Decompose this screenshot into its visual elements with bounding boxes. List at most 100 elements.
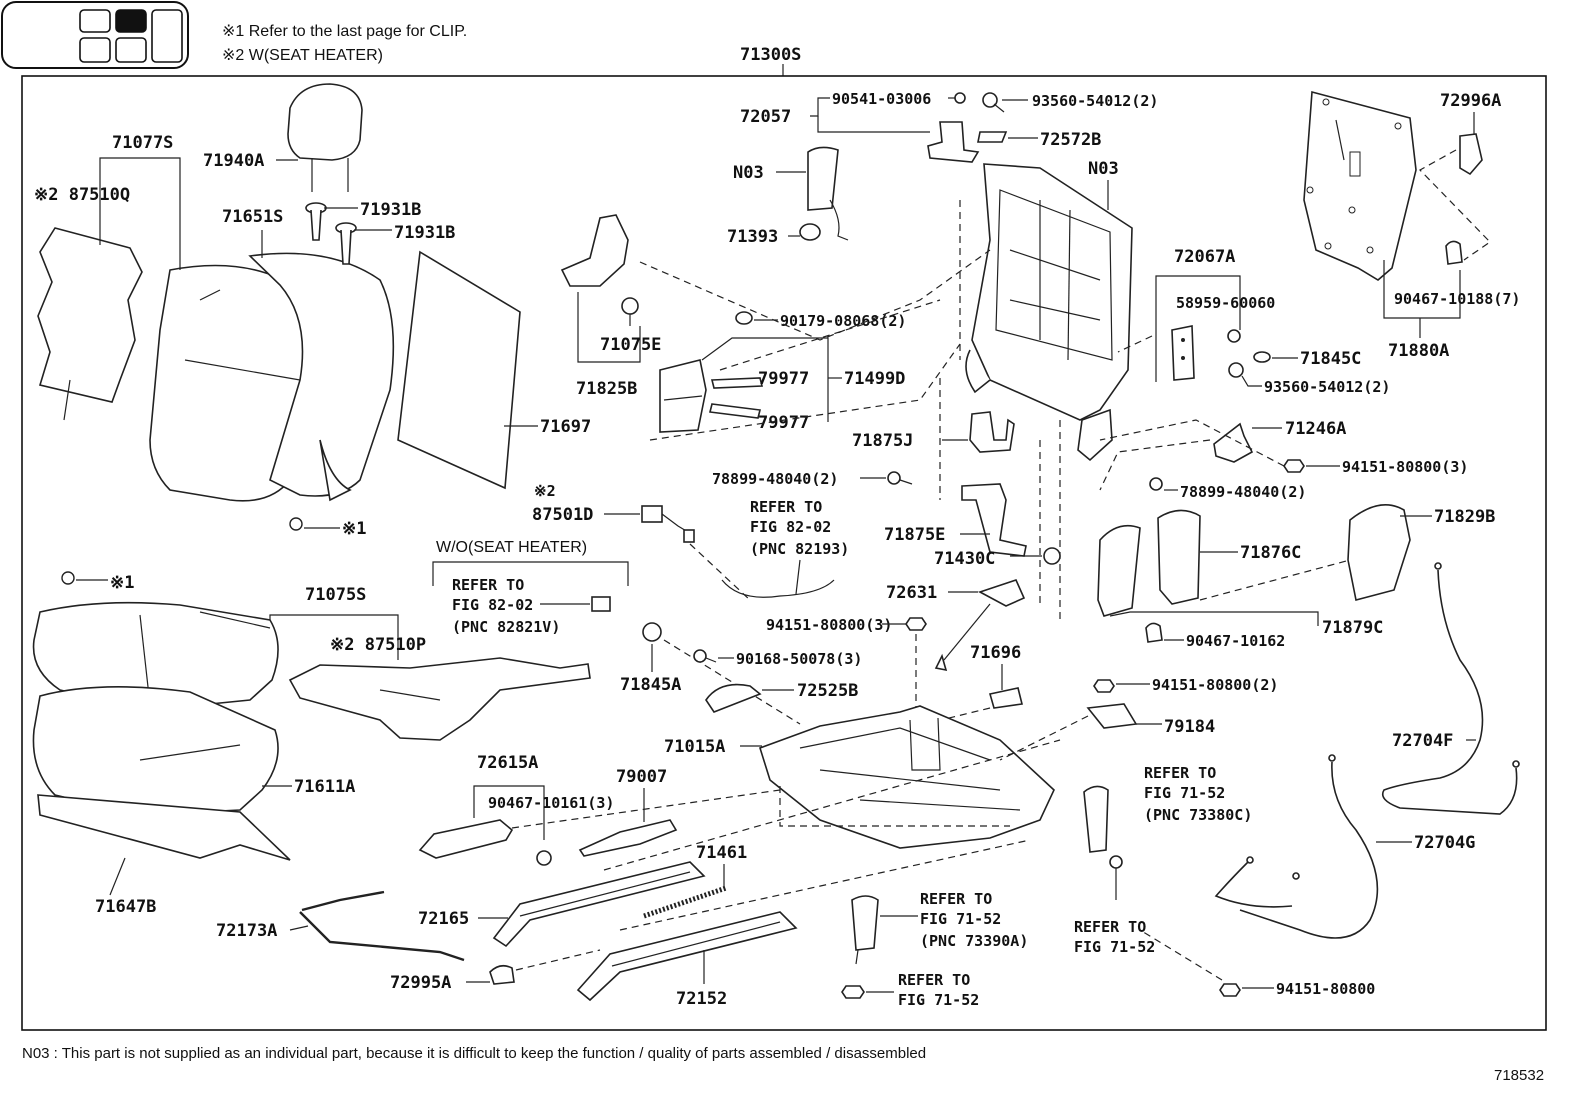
label-71077S: 71077S: [112, 133, 173, 153]
label-72704G: 72704G: [1414, 833, 1475, 853]
clip-symbol-lower: [61, 571, 75, 585]
cushion-frame-71015A: [759, 705, 1055, 849]
label-71075S: 71075S: [305, 585, 366, 605]
label-71880A: 71880A: [1388, 341, 1449, 361]
label-87510Q: ※2 87510Q: [34, 185, 130, 205]
headrest-guide-71931B-2: [335, 222, 357, 265]
label-71015A: 71015A: [664, 737, 725, 757]
bolt-78899-a: [887, 471, 913, 485]
bolt-93560-a: [982, 92, 1005, 113]
hinge-cover-71875E: [961, 483, 1027, 557]
label-71845A: 71845A: [620, 675, 681, 695]
hinge-72067A: [1171, 325, 1195, 381]
seat-cushion-pad-71611A: [32, 686, 279, 816]
cover-72615A: [418, 819, 514, 859]
wire-harness-82193: [721, 579, 835, 598]
label-90179-08068: 90179-08068(2): [780, 312, 906, 330]
refer-73390A-line1: REFER TO: [920, 890, 992, 908]
clip-71393: [799, 223, 821, 241]
clip-90467-10162: [1145, 622, 1163, 643]
label-90467-10161: 90467-10161(3): [488, 794, 614, 812]
bolt-90168: [693, 649, 717, 663]
label-71246A: 71246A: [1285, 419, 1346, 439]
label-71875E: 71875E: [884, 525, 945, 545]
refer-82821V-line2: FIG 82-02: [452, 596, 533, 614]
clip-71430C: [1043, 547, 1061, 565]
label-clip-1-lower: ※1: [110, 573, 134, 593]
label-71931B-2: 71931B: [394, 223, 455, 243]
seat-heater-note: ※2 W(SEAT HEATER): [222, 47, 383, 64]
cushion-heater-mat-87510P: [288, 657, 591, 741]
bracket-72996A: [1459, 133, 1483, 176]
refer-82193-line3: (PNC 82193): [750, 540, 849, 558]
headrest-guide-71931B-1: [305, 202, 327, 241]
label-72995A: 72995A: [390, 973, 451, 993]
rod-72173A: [299, 890, 465, 962]
bracket-79184: [1086, 703, 1138, 729]
grommet-71845A: [642, 622, 662, 642]
cable-72704F: [1381, 562, 1520, 815]
refer-73380C-line3: (PNC 73380C): [1144, 806, 1252, 824]
cap-72995A: [489, 964, 515, 985]
diagram-frame: [21, 75, 1547, 1031]
label-87501D: 87501D: [532, 505, 593, 525]
label-72704F: 72704F: [1392, 731, 1453, 751]
refer-7152a-line2: FIG 71-52: [898, 991, 979, 1009]
label-71393: 71393: [727, 227, 778, 247]
label-71651S: 71651S: [222, 207, 283, 227]
cap-71845C: [1253, 351, 1271, 363]
hinge-cover-71876C: [1157, 509, 1201, 605]
label-87510P: ※2 87510P: [330, 635, 426, 655]
refer-73380C-line2: FIG 71-52: [1144, 784, 1225, 802]
nut-94151-b: [1283, 459, 1305, 473]
label-72057: 72057: [740, 107, 791, 127]
label-clip-1-upper: ※1: [342, 519, 366, 539]
bolt-90179: [735, 311, 753, 325]
spring-71461: [643, 885, 727, 919]
clip-90467-10188: [1445, 240, 1463, 265]
nut-73390A: [841, 985, 865, 999]
label-93560-54012-a: 93560-54012(2): [1032, 92, 1158, 110]
label-71875J: 71875J: [852, 431, 913, 451]
label-71876C: 71876C: [1240, 543, 1301, 563]
hinge-cover-71825B: [560, 214, 629, 287]
label-71879C: 71879C: [1322, 618, 1383, 638]
label-N03-b: N03: [1088, 159, 1119, 179]
clip-symbol: [289, 517, 303, 531]
label-93560-54012-b: 93560-54012(2): [1264, 378, 1390, 396]
seat-position-icon: [1, 1, 189, 69]
seat-belt-buckle-73380C: [1083, 785, 1109, 853]
label-79007: 79007: [616, 767, 667, 787]
seat-track-72165: [492, 861, 706, 948]
label-72067A: 72067A: [1174, 247, 1235, 267]
bracket-72057: [927, 121, 980, 163]
label-71697: 71697: [540, 417, 591, 437]
label-71461: 71461: [696, 843, 747, 863]
label-72631: 72631: [886, 583, 937, 603]
label-71430C: 71430C: [934, 549, 995, 569]
cover-N03: [807, 146, 849, 241]
label-72525B: 72525B: [797, 681, 858, 701]
label-87501D-w-heater: ※2: [534, 482, 556, 500]
seat-belt-buckle-73390A: [851, 895, 879, 965]
label-79977-a: 79977: [758, 369, 809, 389]
spacer-79977-b: [709, 403, 761, 419]
headrest-71940A: [287, 83, 363, 192]
label-71647B: 71647B: [95, 897, 156, 917]
assembly-number: 71300S: [740, 45, 801, 65]
hinge-cover-inner-71879C: [1097, 524, 1141, 617]
label-58959-60060: 58959-60060: [1176, 294, 1275, 312]
label-90541-03006: 90541-03006: [832, 90, 931, 108]
cover-71829B: [1347, 504, 1411, 601]
cable-72704G: [1214, 754, 1379, 939]
label-wo-seat-heater: W/O(SEAT HEATER): [436, 539, 587, 556]
label-71829B: 71829B: [1434, 507, 1495, 527]
cushion-under-sheet-71647B: [37, 794, 291, 861]
label-N03-a: N03: [733, 163, 764, 183]
spacer-79977-a: [710, 377, 764, 389]
label-94151-80800-b: 94151-80800(3): [1342, 458, 1468, 476]
refer-82193-line2: FIG 82-02: [750, 518, 831, 536]
seatback-frame-N03: [965, 163, 1133, 462]
